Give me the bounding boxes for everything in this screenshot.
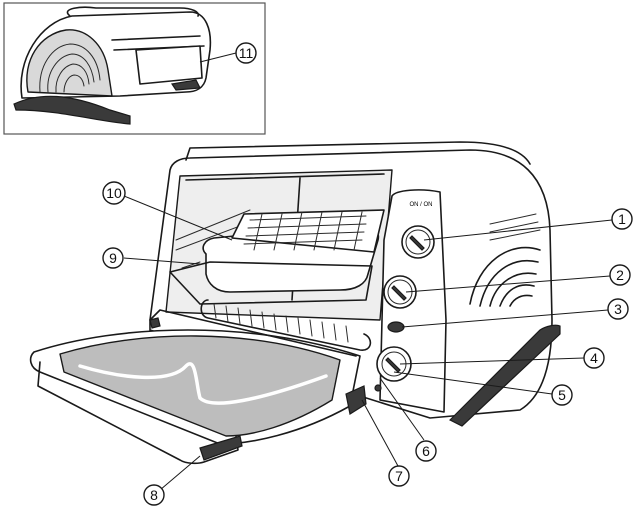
- timer-icon: [374, 384, 382, 392]
- callout-11-circle: [235, 42, 257, 64]
- door-hinge-edge: [149, 309, 357, 357]
- temperature-knob[interactable]: [383, 275, 417, 309]
- callout-10-label: 10: [106, 185, 122, 201]
- inset-top-handle: [66, 6, 200, 17]
- leader-11: [199, 52, 237, 63]
- inset-rear-view: 11: [3, 2, 266, 135]
- callout-3-circle: [607, 298, 629, 320]
- leader-6: [379, 377, 425, 441]
- callout-6-label: 6: [422, 443, 430, 459]
- callouts: 1 2 3 4 5 6 7 8 9 10: [102, 181, 633, 506]
- function-knob[interactable]: [401, 225, 435, 259]
- right-foot-bar: [448, 324, 561, 427]
- leader-7: [361, 399, 399, 467]
- side-vents: [469, 213, 541, 307]
- inset-left-foot: [13, 95, 131, 125]
- wire-rack: [169, 261, 373, 305]
- leader-8: [159, 455, 201, 491]
- inset-cord-wrap: [135, 45, 203, 85]
- door-glass: [59, 335, 341, 437]
- inset-vent-arcs: [39, 43, 101, 93]
- power-indicator-light: [387, 321, 405, 333]
- callout-5-label: 5: [558, 387, 566, 403]
- callout-6-circle: [415, 440, 437, 462]
- broil-rack-slots: [243, 211, 367, 251]
- callout-2-circle: [609, 264, 631, 286]
- callout-1-label: 1: [618, 211, 626, 227]
- callout-7-circle: [388, 465, 410, 487]
- callout-1-circle: [611, 208, 633, 230]
- leader-3: [401, 309, 609, 328]
- callout-11-label: 11: [239, 45, 254, 61]
- callout-2-label: 2: [616, 267, 624, 283]
- leader-4: [399, 357, 585, 365]
- callout-8-circle: [143, 484, 165, 506]
- left-foot: [149, 317, 161, 329]
- panel-knob1-text: ON / ON: [409, 202, 432, 208]
- callout-8-label: 8: [150, 487, 158, 503]
- callout-3-label: 3: [614, 301, 622, 317]
- broil-rack: [231, 209, 385, 253]
- callout-10-circle: [102, 181, 126, 205]
- handle-end: [199, 435, 243, 461]
- toaster-oven: ON / ON: [29, 141, 561, 465]
- callout-9-circle: [102, 247, 124, 269]
- leader-9: [123, 257, 201, 265]
- callout-4-label: 4: [590, 350, 598, 366]
- leader-5: [393, 371, 553, 395]
- oven-top-lip: [185, 141, 531, 165]
- timer-knob[interactable]: [376, 346, 412, 382]
- door-glare: [78, 362, 328, 405]
- callout-leaders: [123, 195, 613, 491]
- heating-elements: [200, 299, 372, 351]
- callout-9-label: 9: [109, 250, 117, 266]
- leader-1: [423, 219, 613, 241]
- leader-10: [123, 195, 233, 241]
- callout-4-circle: [583, 347, 605, 369]
- callout-7-label: 7: [395, 468, 403, 484]
- crumb-tray[interactable]: [345, 385, 367, 415]
- inset-right-foot: [170, 79, 201, 91]
- leader-2: [405, 275, 611, 293]
- callout-5-circle: [551, 384, 573, 406]
